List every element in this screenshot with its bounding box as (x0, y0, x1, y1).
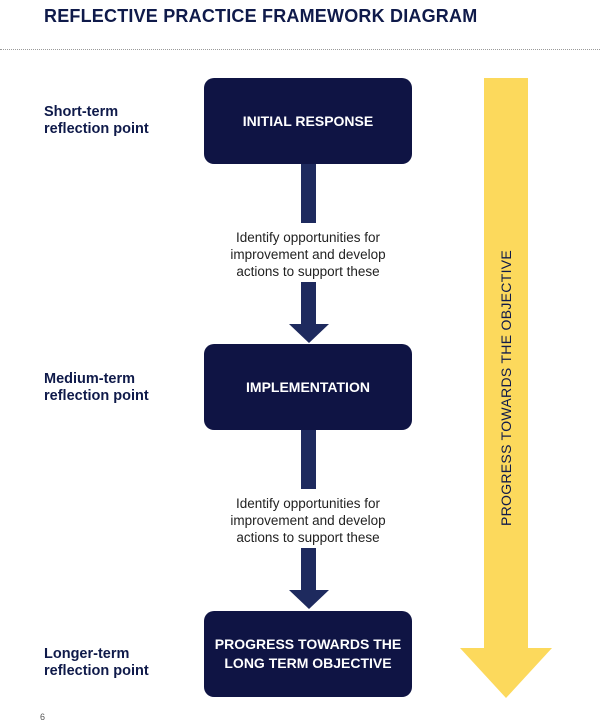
initial-response-text: INITIAL RESPONSE (242, 112, 374, 129)
down-arrow-icon (289, 590, 329, 609)
page-title: REFLECTIVE PRACTICE FRAMEWORK DIAGRAM (44, 6, 478, 26)
long-term-objective-box: PROGRESS TOWARDS THE LONG TERM OBJECTIVE (204, 611, 412, 697)
connector-2-top (301, 430, 316, 489)
implementation-box: IMPLEMENTATION (204, 344, 412, 430)
page-number: 6 (40, 712, 46, 722)
longer-term-label: Longer-term reflection point (44, 646, 149, 679)
short-term-label: Short-term reflection point (44, 104, 149, 137)
title-divider (0, 49, 600, 50)
initial-response-box: INITIAL RESPONSE (204, 78, 412, 164)
connector-1-text: Identify opportunities for improvement a… (230, 230, 386, 279)
connector-2-bottom (301, 548, 316, 592)
progress-arrow-label: PROGRESS TOWARDS THE OBJECTIVE (498, 249, 514, 527)
connector-1-bottom (301, 282, 316, 326)
medium-term-label: Medium-term reflection point (44, 371, 149, 404)
down-arrow-icon (289, 324, 329, 343)
long-term-objective-text: PROGRESS TOWARDS THE LONG TERM OBJECTIVE (214, 636, 402, 671)
progress-arrow-icon (460, 78, 552, 698)
connector-1-top (301, 164, 316, 223)
connector-2-text: Identify opportunities for improvement a… (230, 496, 386, 545)
implementation-text: IMPLEMENTATION (246, 378, 370, 395)
